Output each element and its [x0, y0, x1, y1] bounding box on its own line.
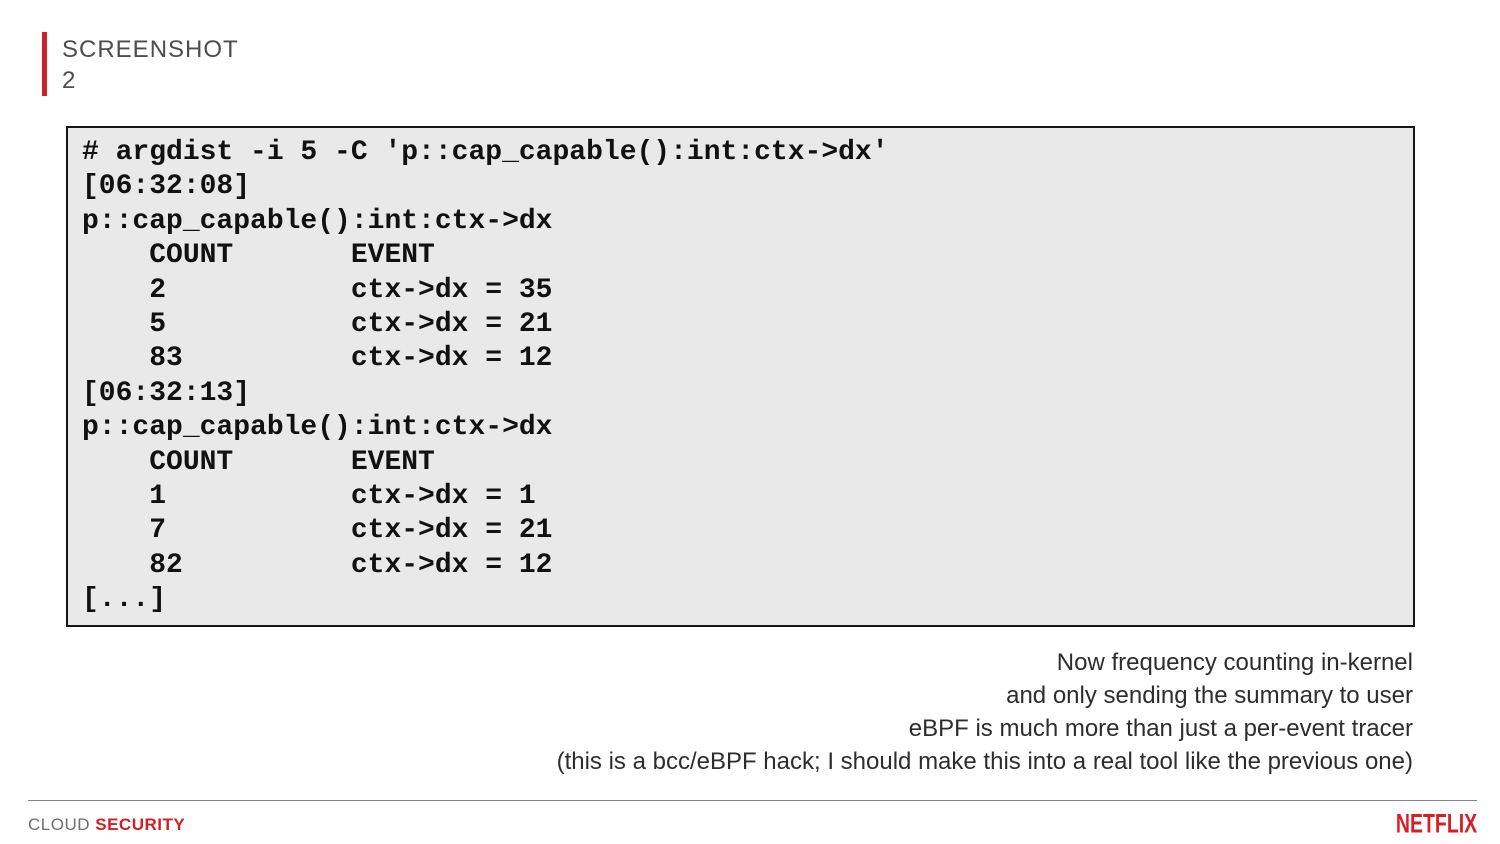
footer-brand-cloud: CLOUD: [28, 814, 91, 834]
note-line: eBPF is much more than just a per-event …: [908, 715, 1413, 742]
terminal-text: # argdist -i 5 -C 'p::cap_capable():int:…: [82, 137, 889, 616]
note-line: Now frequency counting in-kernel: [1056, 649, 1413, 676]
slide-header: SCREENSHOT 2: [42, 32, 239, 96]
footer-brand: CLOUD SECURITY: [28, 815, 185, 835]
footer-brand-security: SECURITY: [95, 814, 186, 834]
page-number: 2: [62, 67, 77, 94]
page-title: SCREENSHOT: [62, 36, 239, 63]
annotation-notes: Now frequency counting in-kernel and onl…: [557, 646, 1413, 778]
slide-footer: CLOUD SECURITY NETFLIX: [28, 800, 1477, 839]
netflix-logo: NETFLIX: [1395, 808, 1477, 840]
terminal-output-box: # argdist -i 5 -C 'p::cap_capable():int:…: [66, 126, 1415, 627]
note-line: and only sending the summary to user: [1006, 682, 1413, 709]
red-accent-bar: [42, 32, 47, 96]
title-block: SCREENSHOT 2: [62, 32, 239, 96]
note-line: (this is a bcc/eBPF hack; I should make …: [556, 748, 1413, 775]
